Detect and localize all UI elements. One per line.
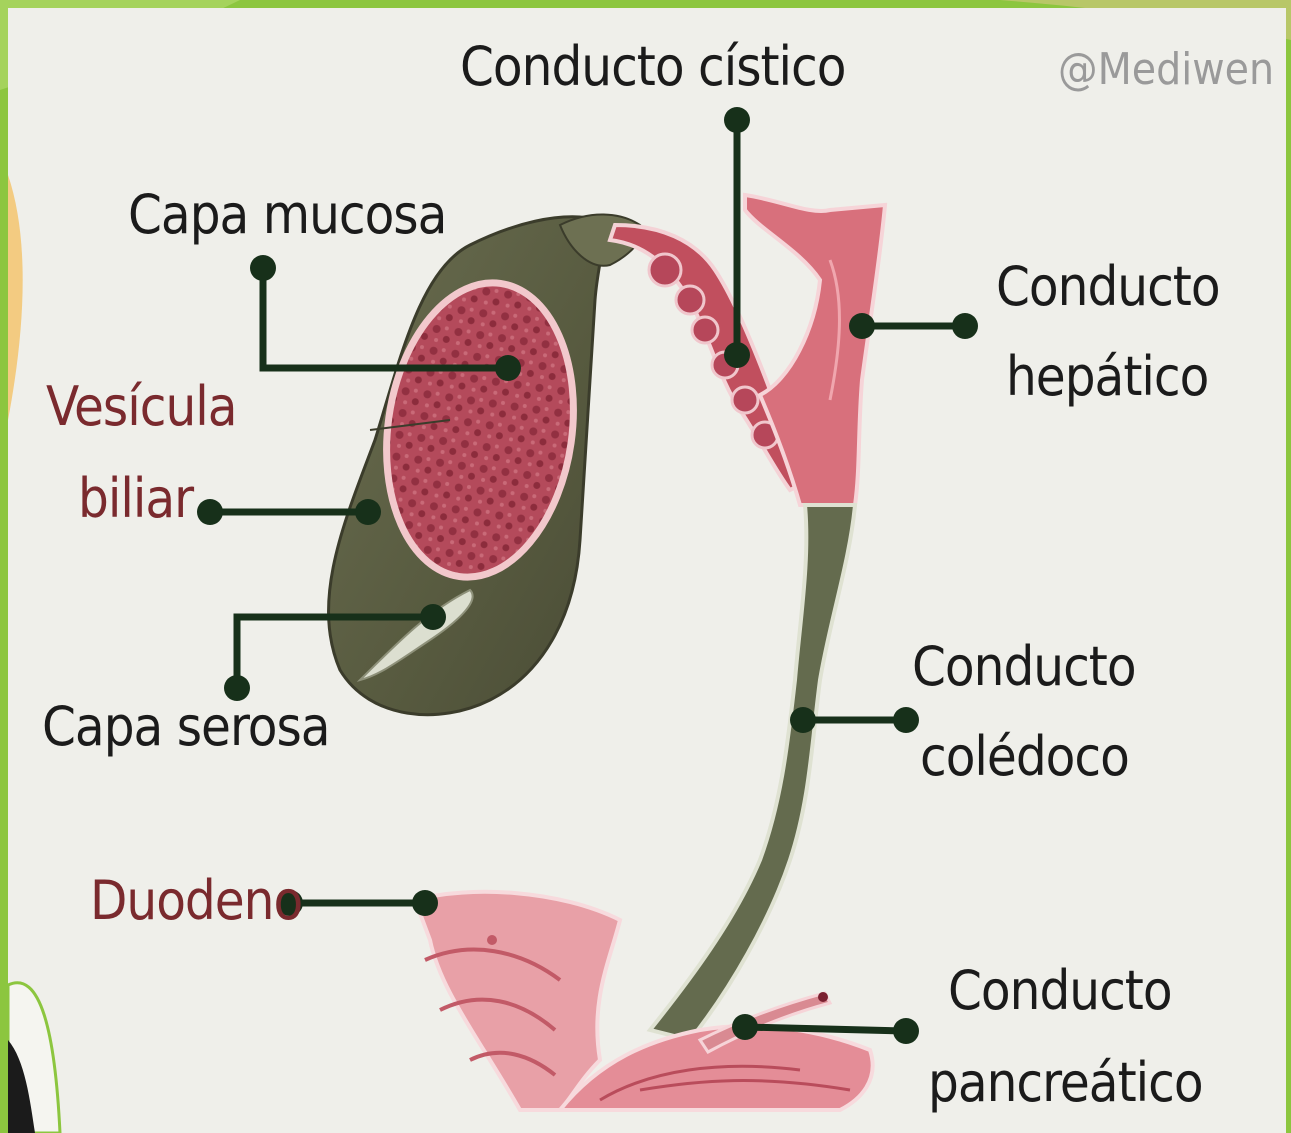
label-capa-serosa: Capa serosa [42,684,330,770]
gallbladder-body [329,214,643,714]
label-duodeno: Duodeno [90,858,302,944]
common-bile-duct [650,505,855,1040]
label-hepatico-line1: Conducto [996,244,1220,330]
label-coledoco-line2: colédoco [920,714,1129,800]
label-hepatico-line2: hepático [1006,334,1208,420]
leader-pancreatico [745,1027,906,1031]
label-vesicula-line2: biliar [78,456,193,542]
watermark: @Mediwen [1058,35,1274,105]
label-pancreatico-line2: pancreático [928,1040,1203,1126]
label-capa-mucosa: Capa mucosa [128,172,446,258]
label-coledoco-line1: Conducto [912,624,1136,710]
label-conducto-cistico: Conducto cístico [460,24,845,110]
hepatic-duct [745,195,885,505]
label-pancreatico-line1: Conducto [948,948,1172,1034]
label-vesicula-line1: Vesícula [46,364,237,450]
